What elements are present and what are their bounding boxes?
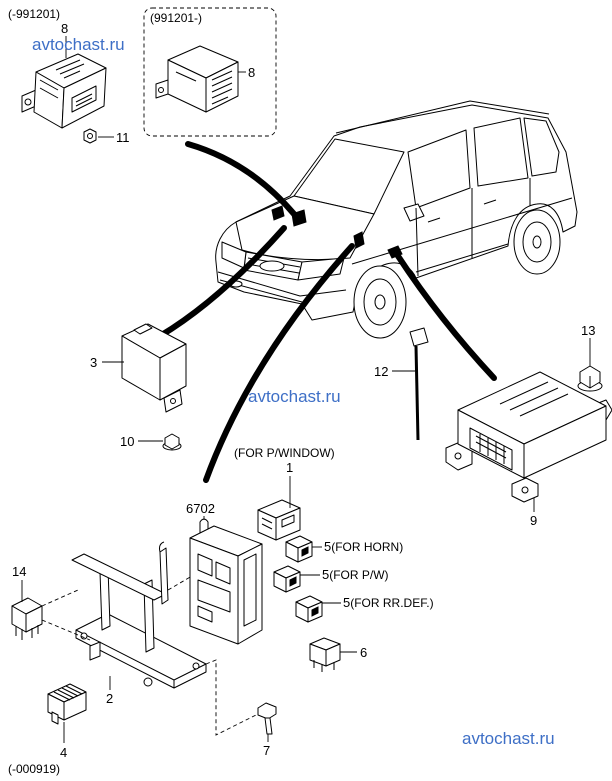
mount-marker — [271, 205, 285, 221]
location-arrows — [157, 141, 497, 483]
fuse-box-6702 — [189, 518, 263, 645]
callout-13: 13 — [581, 323, 595, 338]
callout-6702: 6702 — [186, 501, 215, 516]
nut-11 — [83, 128, 97, 144]
callout-5-pw-number: 5 — [322, 567, 329, 582]
callout-1: 1 — [286, 460, 293, 475]
relay-5-horn — [285, 535, 313, 563]
installation-lines — [41, 575, 259, 736]
callout-12: 12 — [374, 364, 388, 379]
callout-11: 11 — [116, 130, 130, 145]
callout-4: 4 — [60, 745, 67, 760]
vehicle — [215, 100, 578, 339]
control-unit-9 — [445, 371, 612, 503]
callout-8-early: 8 — [61, 21, 68, 36]
relay-1 — [257, 499, 301, 541]
callout-14: 14 — [12, 564, 26, 579]
nut-13 — [577, 365, 603, 392]
callout-3: 3 — [90, 355, 97, 370]
relay-5-rrdef — [295, 595, 323, 623]
mount-marker — [353, 231, 365, 249]
variant-label-late-module: (991201-) — [150, 11, 202, 25]
connector-4 — [47, 683, 87, 725]
late-variant-box — [143, 7, 277, 137]
module-8-late — [155, 45, 239, 113]
relay-6 — [309, 637, 341, 672]
callout-7: 7 — [263, 743, 270, 758]
callout-9: 9 — [530, 513, 537, 528]
callout-5-rrdef-number: 5 — [343, 595, 350, 610]
note-5-rrdef: (FOR RR.DEF.) — [350, 596, 433, 610]
relay-5-pw — [273, 565, 301, 593]
module-8-early — [21, 53, 107, 129]
note-part-1: (FOR P/WINDOW) — [234, 446, 335, 460]
cable-tie-12 — [409, 327, 429, 441]
variant-label-early-connector: (-000919) — [8, 762, 60, 776]
watermark-middle: avtochast.ru — [248, 387, 341, 406]
callout-2: 2 — [106, 691, 113, 706]
callout-10: 10 — [120, 434, 134, 449]
callout-5-rrdef: 5(FOR RR.DEF.) — [343, 595, 434, 610]
note-5-pw: (FOR P/W) — [329, 568, 388, 582]
watermark-top: avtochast.ru — [32, 35, 125, 54]
callout-8-late: 8 — [248, 65, 255, 80]
callout-5-horn-number: 5 — [324, 539, 331, 554]
watermark-bottom: avtochast.ru — [462, 729, 555, 748]
bracket-2 — [71, 541, 207, 689]
callout-5-horn: 5(FOR HORN) — [324, 539, 403, 554]
callout-6: 6 — [360, 645, 367, 660]
callout-5-pw: 5(FOR P/W) — [322, 567, 389, 582]
variant-label-early-module: (-991201) — [8, 7, 60, 21]
bolt-7 — [257, 702, 277, 735]
note-5-horn: (FOR HORN) — [331, 540, 403, 554]
nut-10 — [162, 433, 182, 451]
relay-14 — [11, 597, 43, 640]
module-3 — [121, 323, 187, 413]
leader-lines — [21, 36, 591, 743]
